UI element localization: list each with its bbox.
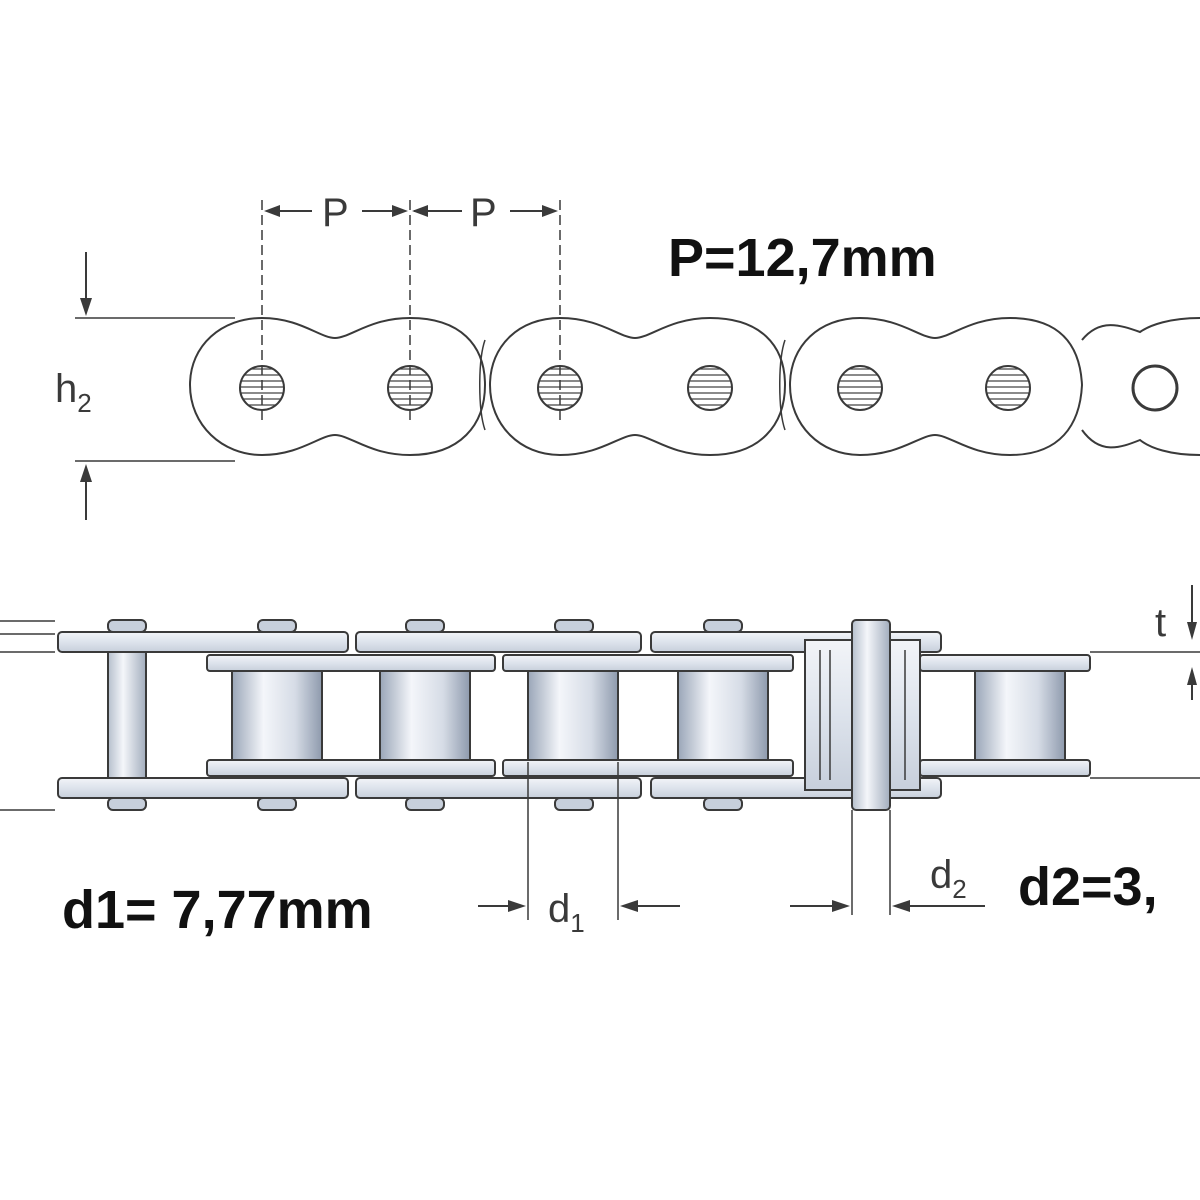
- outer-plate-top-1: [57, 631, 349, 653]
- inner-plate-top-1: [206, 654, 496, 672]
- roller-1: [231, 670, 323, 761]
- pitch-dimension-1: P: [264, 191, 408, 235]
- roller-4: [677, 670, 769, 761]
- outer-plate-outline-2: [1081, 317, 1200, 456]
- d1-label: d1: [548, 887, 585, 938]
- inner-plate-bottom-2: [502, 759, 794, 777]
- chain-top-view: t d1 d2 d1= 7,77mm d2=3,: [0, 585, 1200, 940]
- pitch-dimension-2: P: [412, 191, 558, 235]
- t-dimension: t: [1155, 585, 1197, 700]
- pin-hole-6: [985, 365, 1031, 411]
- roller-5: [974, 670, 1066, 761]
- inner-plate-outline-2: [788, 316, 1084, 457]
- connecting-pin: [851, 619, 891, 811]
- d1-dimension: d1: [478, 762, 680, 938]
- pitch-label-2: P: [470, 191, 497, 235]
- pin-heads-top: [107, 619, 743, 633]
- h2-dimension: h2: [55, 252, 235, 520]
- pitch-value: P=12,7mm: [668, 228, 937, 288]
- d1-value: d1= 7,77mm: [62, 880, 373, 940]
- pitch-label-1: P: [322, 191, 349, 235]
- d2-dimension: d2: [790, 810, 985, 915]
- pin-hole-4: [687, 365, 733, 411]
- h2-label: h2: [55, 367, 92, 418]
- d2-value: d2=3,: [1018, 857, 1158, 917]
- pin-hole-5: [837, 365, 883, 411]
- inner-plate-top-2: [502, 654, 794, 672]
- d2-label: d2: [930, 853, 967, 904]
- chain-side-view: P P h2 P=12,7mm: [55, 191, 1200, 520]
- outer-plate-outline-1: [488, 316, 787, 457]
- outer-plate-top-2: [355, 631, 642, 653]
- inner-plate-bottom-1: [206, 759, 496, 777]
- t-label: t: [1155, 601, 1166, 645]
- inner-plate-bottom-3: [919, 759, 1091, 777]
- pin-heads-bottom: [107, 797, 743, 811]
- roller-3: [527, 670, 619, 761]
- open-pin-hole: [1131, 364, 1179, 412]
- outer-plate-bottom-1: [57, 777, 349, 799]
- pin-left: [107, 651, 147, 779]
- roller-2: [379, 670, 471, 761]
- inner-plate-outline-1: [188, 316, 487, 457]
- outer-plate-bottom-2: [355, 777, 642, 799]
- inner-plate-top-3: [919, 654, 1091, 672]
